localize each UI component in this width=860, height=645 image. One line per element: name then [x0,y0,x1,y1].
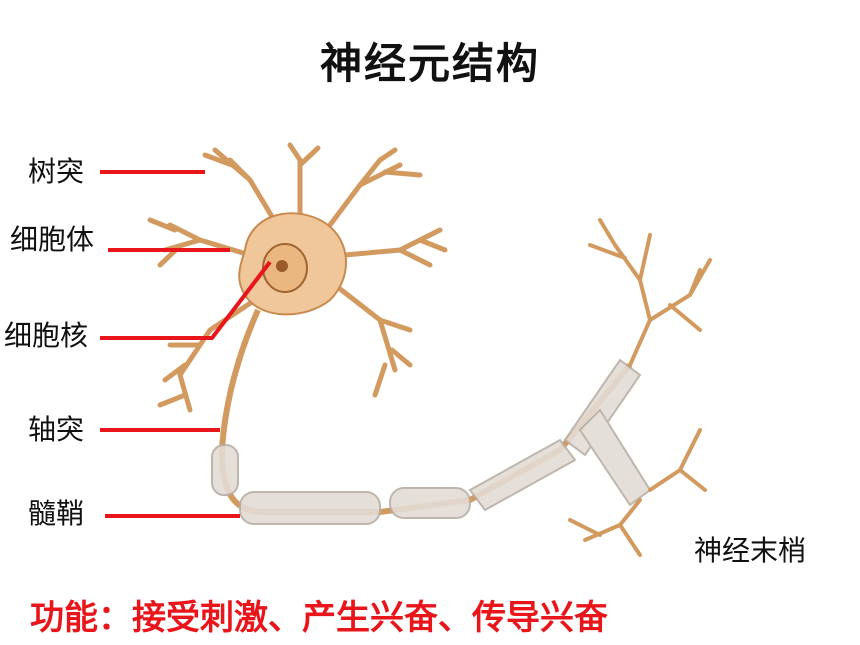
function-description: 功能：接受刺激、产生兴奋、传导兴奋 [30,598,608,638]
myelin-sheath [211,358,652,525]
label-axon: 轴突 [28,413,85,446]
label-myelin-sheath: 髓鞘 [28,497,85,530]
dendrites [147,142,448,413]
label-dendrite: 树突 [28,155,85,188]
label-nerve-ending: 神经末梢 [694,534,807,567]
nerve-endings [568,218,712,557]
label-cell-body: 细胞体 [10,223,95,256]
page-title: 神经元结构 [319,39,540,88]
axon-path [218,308,633,515]
leader-lines [100,170,272,518]
label-nucleus: 细胞核 [4,319,89,352]
